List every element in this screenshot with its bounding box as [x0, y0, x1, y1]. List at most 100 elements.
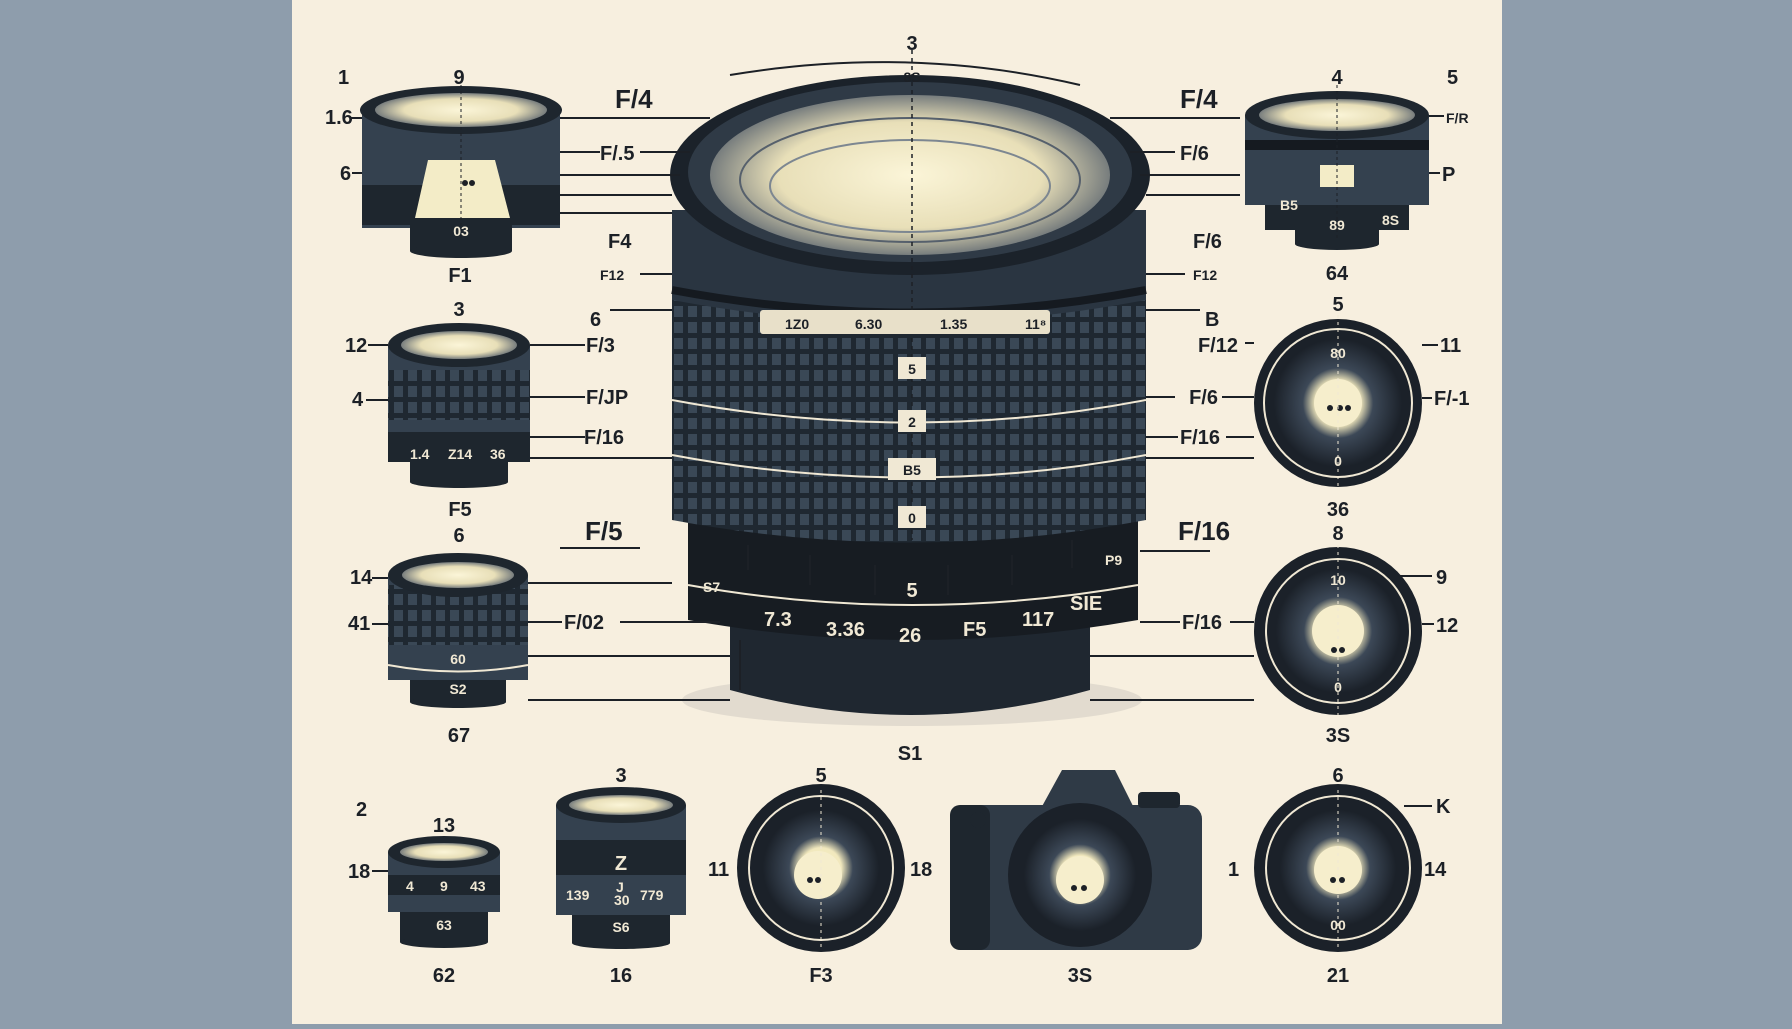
bottom-lens-1-left: 18: [348, 861, 370, 883]
bottom-lens-1-bottom: 62: [433, 965, 455, 987]
scale-label-5: 117: [1022, 609, 1054, 631]
center-mark-4: 0: [908, 510, 916, 526]
bottom-lens-2-band: Z: [615, 853, 627, 875]
bottom-camera-bottom: 3S: [1068, 965, 1092, 987]
lower-right-lens-right-top: 9: [1436, 567, 1447, 589]
lower-left-lens-top: 6: [453, 525, 464, 547]
bottom-lens-2-scale-4: 779: [640, 887, 664, 903]
scale-label-3: 26: [899, 625, 921, 647]
mid-left-lens-bottom: F5: [448, 499, 471, 521]
top-left-lens: [360, 85, 562, 258]
mid-right-lens-right-mid: F/-1: [1434, 388, 1470, 410]
bottom-lens-1: [388, 836, 500, 948]
main-lens-aperture-ring: S7 5 P9: [703, 552, 1122, 602]
bottom-lens-5-bottom: 21: [1327, 965, 1349, 987]
top-left-lens-corner: 1: [338, 67, 349, 89]
top-right-lens-scale-3: 89: [1329, 217, 1345, 233]
scale-label-4: F5: [963, 619, 986, 641]
bottom-lens-5: [1254, 784, 1422, 952]
right-callout-2: F/6: [1180, 143, 1209, 165]
right-side-panel: [1502, 0, 1792, 1024]
mid-left-lens-left-top: 12: [345, 335, 367, 357]
left-side-panel: [0, 0, 292, 1024]
bottom-lens-2-base: S6: [612, 919, 629, 935]
bottom-lens-5-top: 6: [1332, 765, 1343, 787]
left-callout-3: F4: [608, 231, 632, 253]
mid-left-lens-scale-1: 1.4: [410, 446, 430, 462]
ring-label-1: 1Z0: [785, 316, 809, 332]
bottom-lens-3-bottom: F3: [809, 965, 832, 987]
mid-left-lens-left-mid: 4: [352, 389, 364, 411]
mid-right-lens-left: F/12: [1198, 335, 1238, 357]
right-callout-3: F/6: [1193, 231, 1222, 253]
lower-left-lens-base: S2: [449, 681, 466, 697]
top-right-lens-bottom: 64: [1326, 263, 1349, 285]
main-lens-top-number: 3: [906, 33, 917, 55]
main-lens-center-marks: 5 2 B5 0: [888, 357, 936, 528]
main-lens-right-callouts: F/4 F/6 F/6 F12 B F/16: [1110, 84, 1240, 552]
bottom-lens-1-scale-1: 4: [406, 878, 414, 894]
bottom-lens-3: [737, 784, 905, 952]
lower-right-lens: [1254, 545, 1422, 715]
lower-right-lens-left: F/16: [1182, 612, 1222, 634]
mid-right-lens-left-mid: F/6: [1189, 387, 1218, 409]
mid-right-lens: [1254, 315, 1422, 490]
lower-left-lens-left-mid: 41: [348, 613, 370, 635]
top-left-lens-base: 03: [453, 223, 469, 239]
lower-left-lens: [387, 553, 529, 708]
left-callout-5: 6: [590, 309, 601, 331]
bottom-lens-1-scale-2: 9: [440, 878, 448, 894]
mid-left-lens-right-bottom: F/16: [584, 427, 624, 449]
bottom-lens-1-corner: 2: [356, 799, 367, 821]
bottom-lens-5-right: 14: [1424, 859, 1447, 881]
right-callout-5: B: [1205, 309, 1219, 331]
bottom-lens-2: [556, 787, 686, 949]
lower-right-lens-right-mid: 12: [1436, 615, 1458, 637]
bottom-lens-2-scale-1: 139: [566, 887, 590, 903]
bottom-lens-2-scale-3: 30: [614, 892, 630, 908]
main-lens-top-ring-label: 8S: [903, 69, 920, 85]
left-callout-2: F/.5: [600, 143, 634, 165]
top-right-lens-scale-1: B5: [1280, 197, 1298, 213]
top-left-lens-top: 9: [453, 67, 464, 89]
bottom-lens-1-base: 63: [436, 917, 452, 933]
bottom-lens-2-scale-2: J: [616, 879, 624, 895]
lower-right-lens-center-bottom: 0: [1334, 679, 1342, 695]
lower-left-lens-right: F/02: [564, 612, 604, 634]
mid-left-lens-top: 3: [453, 299, 464, 321]
mid-right-lens-left-bottom: F/16: [1180, 427, 1220, 449]
bottom-lens-2-bottom: 16: [610, 965, 632, 987]
left-callout-6: F/5: [585, 516, 623, 546]
ring-label-4: 11⁸: [1025, 316, 1046, 332]
center-mark-1: 5: [908, 361, 916, 377]
lower-left-lens-left-top: 14: [350, 567, 373, 589]
main-lens-scale-band: [688, 520, 1138, 640]
aperture-label-2: 5: [906, 580, 917, 602]
center-mark-3: B5: [903, 462, 921, 478]
mid-right-lens-right: 11: [1440, 335, 1461, 357]
main-lens-front-glass: [710, 95, 1110, 255]
top-right-lens: [1245, 85, 1429, 250]
right-callout-4: F12: [1193, 267, 1217, 283]
mid-left-lens-scale-2: Z14: [448, 446, 472, 462]
mid-right-lens-top: 5: [1332, 294, 1343, 316]
lower-right-lens-bottom: 3S: [1326, 725, 1350, 747]
ring-label-3: 1.35: [940, 316, 967, 332]
mid-right-lens-bottom: 36: [1327, 499, 1349, 521]
right-callout-1: F/4: [1180, 84, 1218, 114]
main-lens-bottom-label: S1: [898, 743, 922, 765]
main-lens-scale: 7.3 3.36 26 F5 117 SIE: [764, 593, 1102, 647]
top-right-lens-top: 4: [1331, 67, 1343, 89]
main-lens-ring-labels: 1Z0 6.30 1.35 11⁸: [760, 310, 1050, 334]
scale-label-1: 7.3: [764, 609, 792, 631]
top-left-lens-bottom: F1: [448, 265, 471, 287]
mid-right-lens-center-bottom: 0: [1334, 453, 1342, 469]
bottom-lens-3-right: 18: [910, 859, 932, 881]
lower-right-lens-top: 8: [1332, 523, 1343, 545]
top-right-lens-right-mid: P: [1442, 164, 1455, 186]
top-right-lens-scale-2: 8S: [1382, 212, 1399, 228]
bottom-lens-5-center: 00: [1330, 917, 1346, 933]
mid-left-lens-right-mid: F/JP: [586, 387, 628, 409]
bottom-lens-5-right-top: K: [1436, 796, 1451, 818]
aperture-label-3: P9: [1105, 552, 1122, 568]
